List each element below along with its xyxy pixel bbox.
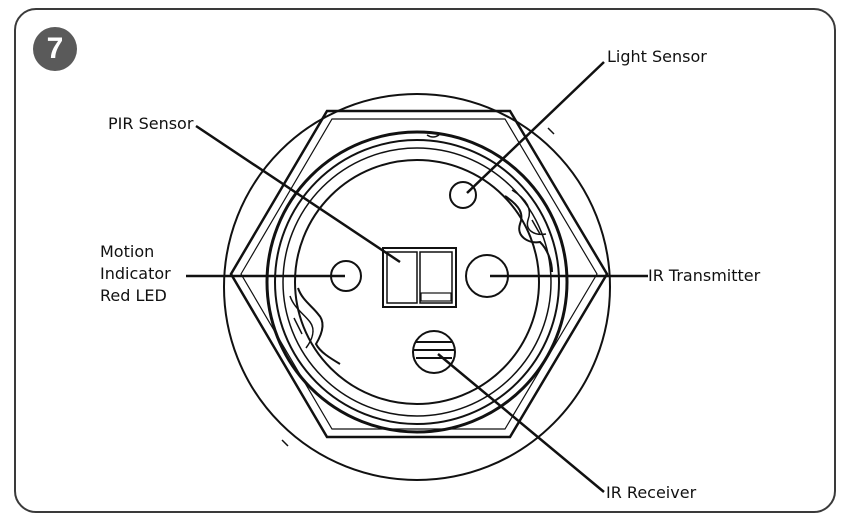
ring-3	[282, 147, 552, 417]
leader-light-sensor	[466, 61, 605, 194]
diagram-frame	[14, 8, 836, 513]
label-pir-sensor: PIR Sensor	[108, 114, 194, 133]
label-light-sensor: Light Sensor	[607, 47, 707, 66]
hex-nut-inner	[240, 118, 598, 430]
leader-pir-sensor	[195, 124, 401, 264]
hex-nut	[229, 109, 609, 439]
ir-receiver-lens	[412, 330, 456, 374]
top-slot	[426, 134, 440, 138]
light-sensor-hole	[449, 181, 477, 209]
label-motion-line3: Red LED	[100, 286, 167, 305]
pir-sensor-window	[382, 247, 457, 308]
ring-2	[274, 139, 560, 425]
step-number-badge: 7	[33, 27, 77, 71]
outer-housing	[223, 93, 611, 481]
leader-ir-receiver	[437, 353, 605, 493]
label-motion-indicator: Motion Indicator Red LED	[100, 241, 171, 307]
label-ir-transmitter: IR Transmitter	[648, 266, 761, 285]
outer-ring	[265, 130, 569, 434]
label-motion-line2: Indicator	[100, 264, 171, 283]
label-ir-receiver: IR Receiver	[606, 483, 697, 502]
label-motion-line1: Motion	[100, 242, 155, 261]
inner-face	[294, 159, 540, 405]
right-bayonet-slot	[504, 195, 553, 273]
left-bayonet-slot	[297, 287, 341, 365]
